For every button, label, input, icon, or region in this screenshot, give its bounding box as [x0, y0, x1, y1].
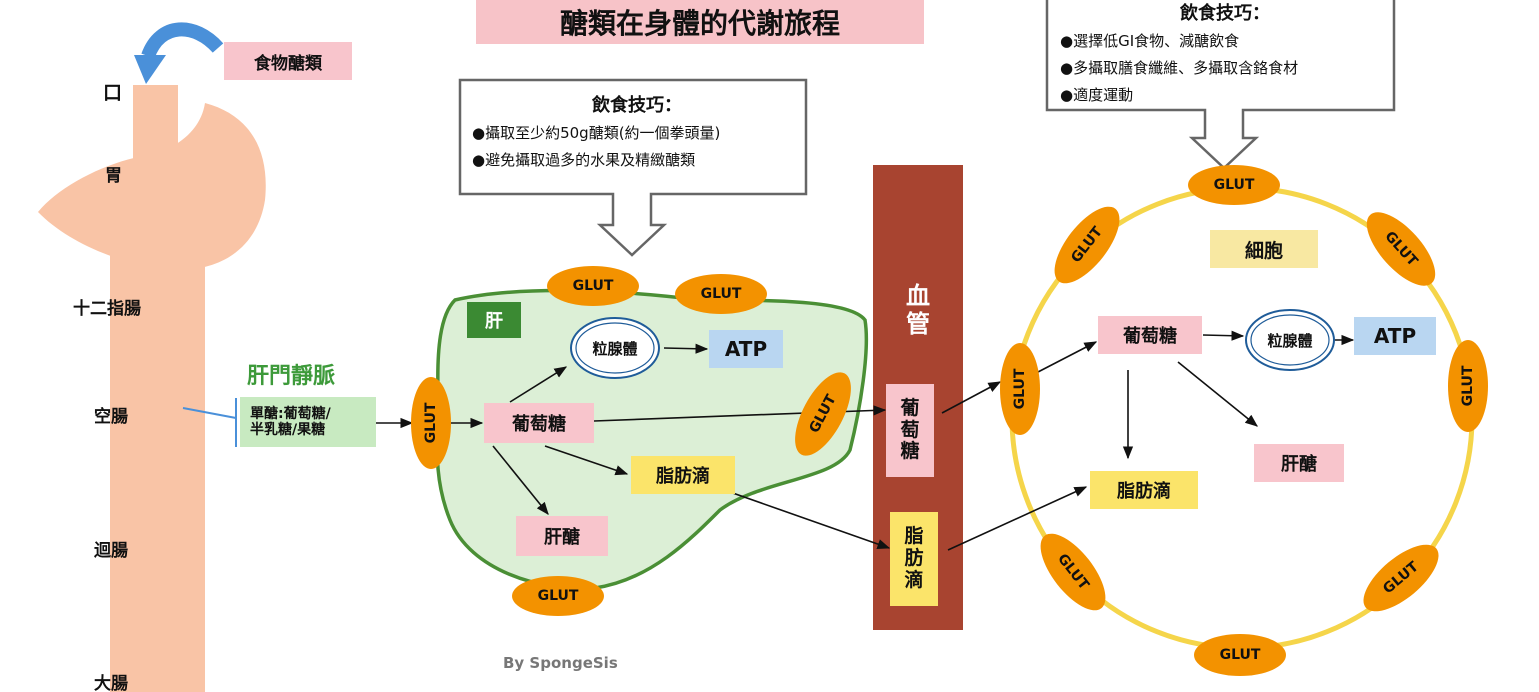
cell-glucose-box: 葡萄糖 [1098, 316, 1202, 354]
glut-transporter: GLUT [1448, 340, 1488, 432]
glut-transporter: GLUT [411, 377, 451, 469]
vessel-glucose-char: 葡 [900, 396, 920, 419]
arrow-cell-glut-to-glucose [1037, 341, 1098, 373]
cell-mitochondria-inner [1250, 314, 1330, 366]
arrow-glucose-to-mito-liver [509, 366, 568, 403]
esophagus-shape [133, 85, 178, 175]
digestive-tract [38, 85, 266, 692]
glut-transporter: GLUT [1000, 343, 1040, 435]
cell-atp-box: ATP [1354, 317, 1436, 355]
arrow-fat-to-vessel [709, 484, 891, 550]
liver-atp-box: ATP [709, 330, 783, 368]
vessel-fat-char: 脂 [904, 525, 924, 548]
monosaccharides-line-1: 單醣:葡萄糖/ [250, 405, 331, 422]
cell-fat-droplet-box: 脂肪滴 [1090, 471, 1198, 509]
glut-transporter: GLUT [512, 576, 604, 616]
monosaccharides-box: 單醣:葡萄糖/ 半乳糖/果糖 [240, 397, 376, 447]
food-carbs-label: 食物醣類 [224, 42, 352, 80]
organ-large-intestine-label: 大腸 [94, 674, 128, 692]
blood-vessel-char: 管 [906, 310, 930, 338]
cell-mitochondria-shape [1245, 309, 1335, 371]
vessel-fat-char: 肪 [904, 547, 924, 570]
organ-mouth-label: 口 [103, 82, 123, 104]
vessel-glucose-box: 葡 萄 糖 [886, 384, 934, 477]
vessel-fat-box: 脂 肪 滴 [890, 512, 938, 606]
organ-jejunum-label: 空腸 [94, 407, 128, 427]
organ-duodenum-label: 十二指腸 [73, 299, 141, 319]
pathway-arrows [376, 330, 1355, 551]
cell-tips-text: 飲食技巧： ●選擇低GI食物、減醣飲食 ●多攝取膳食纖維、多攝取含鉻食材 ●適度… [1060, 0, 1390, 109]
glut-transporter: GLUT [1188, 165, 1280, 205]
cell-tips-callout [1045, 0, 1396, 170]
arrow-mito-to-atp-liver [663, 343, 709, 354]
vessel-glucose-char: 萄 [900, 418, 920, 441]
cell-mitochondria-label: 粒腺體 [1267, 331, 1313, 350]
jejunum-connector [182, 398, 237, 447]
portal-vein-label: 肝門靜脈 [247, 364, 336, 389]
liver-tips-text: 飲食技巧： ●攝取至少約50g醣類(約一個拳頭量) ●避免攝取過多的水果及精緻醣… [472, 92, 802, 174]
vessel-fat-char: 滴 [904, 568, 924, 591]
cell-tips-title: 飲食技巧： [1180, 3, 1270, 24]
blood-vessel-char: 血 [906, 282, 930, 311]
author-credit: By SpongeSis [503, 654, 618, 672]
organ-ileum-label: 迴腸 [94, 541, 128, 561]
liver-glycogen-box: 肝醣 [516, 516, 608, 556]
arrow-vessel-glucose-to-cell [941, 381, 1002, 414]
cell-tip-item: ●多攝取膳食纖維、多攝取含鉻食材 [1060, 59, 1299, 77]
blood-vessel-label: 血 管 [888, 276, 948, 346]
liver-mitochondria-shape [570, 317, 660, 379]
glut-transporter: GLUT [1194, 634, 1286, 676]
liver-tip-item: ●避免攝取過多的水果及精緻醣類 [472, 151, 696, 169]
liver-tip-item: ●攝取至少約50g醣類(約一個拳頭量) [472, 124, 721, 142]
cell-tip-item: ●適度運動 [1060, 86, 1134, 104]
liver-glucose-box: 葡萄糖 [484, 403, 594, 443]
arrow-glucose-to-glycogen-liver [492, 445, 549, 515]
glut-transporter: GLUT [547, 266, 639, 306]
cell-tip-item: ●選擇低GI食物、減醣飲食 [1060, 32, 1240, 50]
arrow-cell-glucose-to-mito [1202, 330, 1245, 341]
arrow-glucose-to-fat-liver [544, 445, 629, 476]
stomach-shape [38, 103, 266, 270]
cell-glycogen-box: 肝醣 [1254, 444, 1344, 482]
cell-label: 細胞 [1210, 230, 1318, 268]
liver-tips-title: 飲食技巧： [592, 95, 682, 116]
liver-mitochondria-inner [575, 322, 655, 374]
food-to-mouth-arrow [141, 22, 224, 59]
arrow-vessel-fat-to-cell [947, 486, 1088, 551]
liver-mitochondria-label: 粒腺體 [592, 339, 638, 358]
liver-tips-callout [458, 78, 808, 257]
organ-stomach-label: 胃 [105, 166, 122, 186]
food-to-mouth-arrowhead [134, 55, 166, 84]
glut-transporter: GLUT [675, 274, 767, 314]
intestine-shape [110, 250, 205, 692]
monosaccharides-line-2: 半乳糖/果糖 [250, 422, 326, 438]
arrow-cell-glucose-to-glycogen [1177, 361, 1258, 427]
liver-fat-droplet-box: 脂肪滴 [631, 456, 735, 494]
vessel-glucose-char: 糖 [900, 440, 920, 463]
liver-label: 肝 [467, 302, 521, 338]
page-title: 醣類在身體的代謝旅程 [476, 0, 924, 44]
